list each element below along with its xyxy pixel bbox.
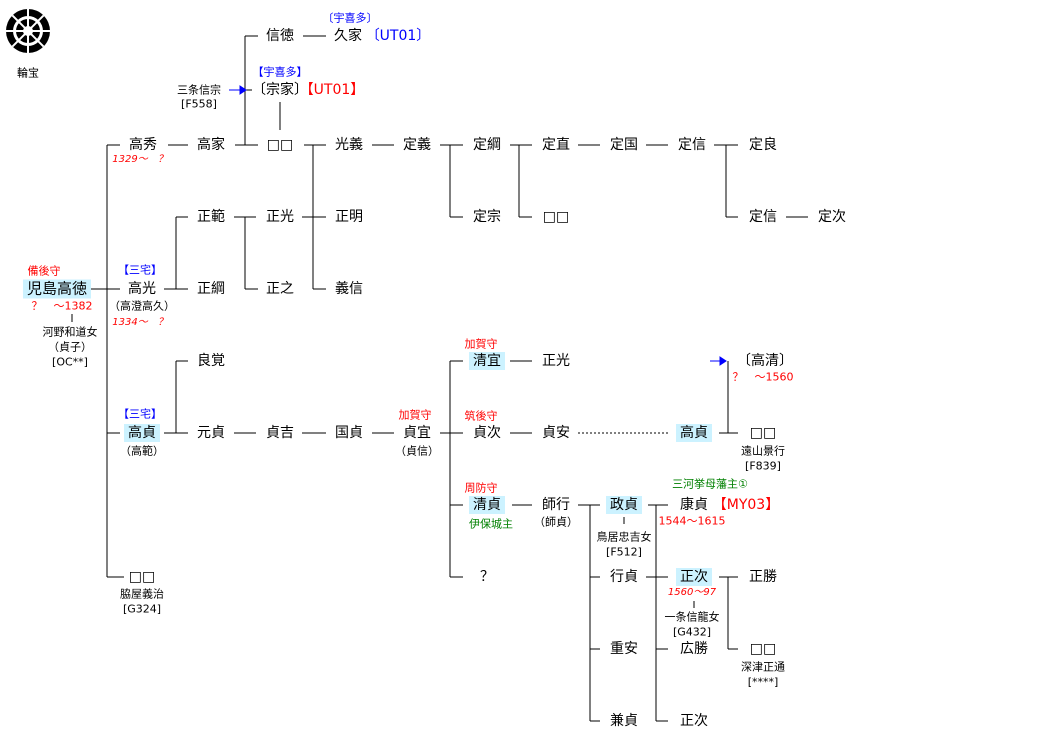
root-spouse: 河野和道女 xyxy=(42,325,98,339)
person-unknown: □□ xyxy=(266,137,294,153)
takamitsu-note: 【三宅】 xyxy=(118,263,162,277)
person-sadanobu2: 定信 xyxy=(749,209,777,225)
kiyosada-office: 周防守 xyxy=(464,481,498,495)
person-kiyonobu[interactable]: 清宜 xyxy=(469,352,505,370)
person-branch4: □□ xyxy=(128,569,156,585)
sadatsugu-office: 筑後守 xyxy=(464,409,498,423)
crest-label: 輪宝 xyxy=(17,66,39,80)
person-masanori: 正範 xyxy=(197,209,225,225)
root-office: 備後守 xyxy=(27,264,61,278)
person-masakatsu: 正勝 xyxy=(749,569,777,585)
person-takahide: 高秀 xyxy=(129,137,157,153)
torii-code: [F512] xyxy=(606,545,642,559)
person-masatsugu[interactable]: 正次 xyxy=(676,568,712,586)
person-takamitsu: 高光 xyxy=(128,281,156,297)
yasusada-dates: 1544～1615 xyxy=(658,514,726,528)
person-masasada[interactable]: 政貞 xyxy=(606,496,642,514)
kiyosada-castle: 伊保城主 xyxy=(469,517,513,531)
person-sadanobu3: 貞宜 xyxy=(403,425,431,441)
branch4-spouse: 脇屋義治 xyxy=(120,587,164,601)
person-sadayasu: 貞安 xyxy=(542,425,570,441)
person-yoshinobu: 義信 xyxy=(335,281,363,297)
takasada-note: 【三宅】 xyxy=(118,407,162,421)
person-takasada2[interactable]: 高貞 xyxy=(676,424,712,442)
takasada-alt: （高範） xyxy=(120,444,164,458)
person-unknown4: □□ xyxy=(749,641,777,657)
person-sadanobu: 定信 xyxy=(678,137,706,153)
person-sadamune: 定宗 xyxy=(473,209,501,225)
person-sadayoshi: 定義 xyxy=(403,137,431,153)
hisaie-note: 〔宇喜多〕 xyxy=(322,11,378,25)
root-code: [OC**] xyxy=(52,355,88,369)
person-moroyuki: 師行 xyxy=(542,497,570,513)
person-sadatsugu2: 貞次 xyxy=(473,425,501,441)
person-unknown3: □□ xyxy=(749,425,777,441)
person-masaaki: 正明 xyxy=(335,209,363,225)
takahide-dates: 1329～ ？ xyxy=(112,154,168,165)
masatsugu-dates: 1560～97 xyxy=(667,587,717,598)
branch4-code: [G324] xyxy=(122,602,162,616)
person-masatsuna: 正綱 xyxy=(197,281,225,297)
person-hirokatsu: 広勝 xyxy=(680,641,708,657)
yasusada-code[interactable]: 【MY03】 xyxy=(712,497,780,513)
person-sadatsuna: 定綱 xyxy=(473,137,501,153)
root-name[interactable]: 児島高徳 xyxy=(22,279,92,299)
person-sadanao: 定直 xyxy=(542,137,570,153)
person-fukatsu: 深津正通 xyxy=(741,660,785,674)
fukatsu-code: [****] xyxy=(747,675,779,689)
person-question: ？ xyxy=(480,569,494,585)
sanjo-code: [F558] xyxy=(181,97,217,111)
hisaie-code[interactable]: 〔UT01〕 xyxy=(365,28,431,44)
root-spouse-alt: （貞子） xyxy=(48,340,92,354)
person-motosada: 元貞 xyxy=(197,425,225,441)
person-sadayoshi2: 定良 xyxy=(749,137,777,153)
person-yukisada: 行貞 xyxy=(610,569,638,585)
person-kiyosada[interactable]: 清貞 xyxy=(469,496,505,514)
takamitsu-dates: 1334～ ？ xyxy=(112,317,168,328)
person-takasada[interactable]: 高貞 xyxy=(124,424,160,442)
person-sadakuni: 定国 xyxy=(610,137,638,153)
person-masamitsu: 正光 xyxy=(266,209,294,225)
sadanobu-office: 加賀守 xyxy=(398,408,432,422)
person-unknown2: □□ xyxy=(542,209,570,225)
person-ichijo: 一条信龍女 xyxy=(664,610,720,624)
person-masatsugu2: 正次 xyxy=(680,713,708,729)
person-toyama: 遠山景行 xyxy=(741,444,785,458)
person-kunisada: 国貞 xyxy=(335,425,363,441)
person-takaie: 高家 xyxy=(197,137,225,153)
muneie-code[interactable]: 【UT01】 xyxy=(299,82,365,98)
person-muneie: 〔宗家〕 xyxy=(252,82,308,98)
kiyonobu-office: 加賀守 xyxy=(464,337,498,351)
person-hisaie: 久家 xyxy=(334,28,362,44)
person-sadayoshi: 貞吉 xyxy=(266,425,294,441)
person-sanjo: 三条信宗 xyxy=(177,83,221,97)
person-masayuki: 正之 xyxy=(266,281,294,297)
takamitsu-alt: （高澄高久） xyxy=(109,299,175,313)
person-ryokaku: 良覚 xyxy=(197,353,225,369)
person-sadatsugu: 定次 xyxy=(818,209,846,225)
person-torii: 鳥居忠吉女 xyxy=(596,530,652,544)
person-takakiyo: 〔高清〕 xyxy=(737,353,793,369)
person-shigeyasu: 重安 xyxy=(610,641,638,657)
person-yasusada: 康貞 xyxy=(680,497,708,513)
person-kanesada: 兼貞 xyxy=(610,713,638,729)
sadanobu-alt: （貞信） xyxy=(395,444,439,458)
person-masamitsu2: 正光 xyxy=(542,353,570,369)
muneie-note: 【宇喜多】 xyxy=(252,65,308,79)
wheel-crest-icon xyxy=(3,6,53,62)
toyama-code: [F839] xyxy=(745,459,781,473)
ichijo-code: [G432] xyxy=(672,625,712,639)
takakiyo-dates: ？ ～1560 xyxy=(732,370,794,384)
moroyuki-alt: （師貞） xyxy=(534,515,578,529)
domain-note: 三河挙母藩主① xyxy=(672,477,748,491)
root-dates: ？ ～1382 xyxy=(31,299,93,313)
person-nobunori: 信徳 xyxy=(266,28,294,44)
person-mitsuyoshi: 光義 xyxy=(335,137,363,153)
